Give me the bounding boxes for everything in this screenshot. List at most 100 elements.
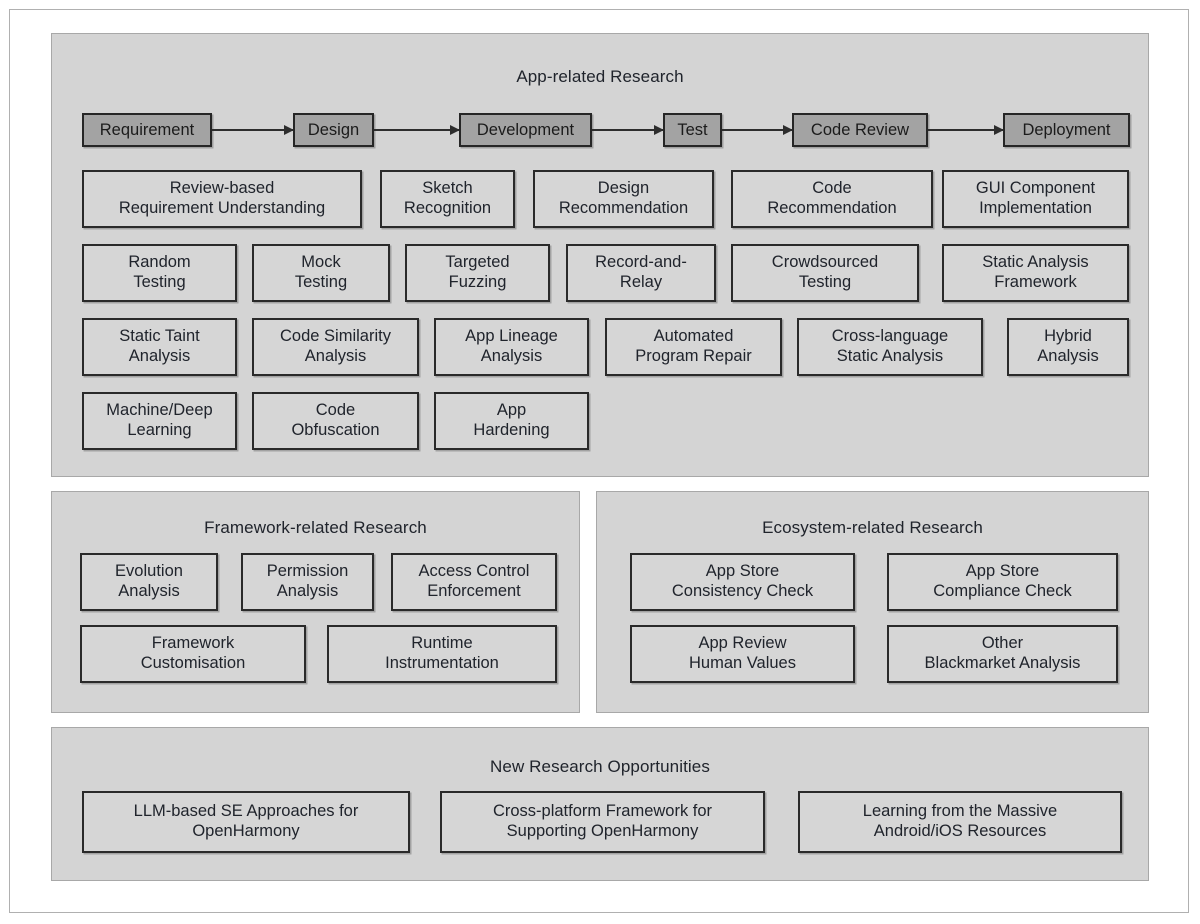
topic-line-2: Compliance Check [933, 582, 1072, 600]
topic-line-1: Permission [266, 562, 349, 581]
pipeline-arrow-3 [592, 124, 664, 135]
pipeline-stage-label: Development [476, 120, 575, 139]
topic-line-2: Consistency Check [671, 582, 814, 600]
topic-line-2: Recommendation [558, 199, 689, 217]
panel-title-ecosystem-related-research: Ecosystem-related Research [762, 518, 983, 537]
pipeline-stage-development[interactable]: Development [459, 113, 592, 147]
topic-line-2: Testing [294, 273, 348, 291]
topic-line-2: Fuzzing [448, 273, 507, 291]
topic-line-1: Runtime [411, 634, 473, 653]
pipeline-arrow-5 [928, 124, 1004, 135]
figure-frame: App-related Research Requirement Design … [9, 9, 1189, 913]
panel-app-related-research: App-related Research Requirement Design … [51, 33, 1149, 477]
topic-line-1: Learning from the Massive [862, 802, 1058, 821]
topic-line-2: Testing [798, 273, 852, 291]
pipeline-stage-label: Code Review [810, 120, 910, 139]
topic-line-2: Instrumentation [385, 654, 499, 672]
topic-line-2: Learning [127, 421, 192, 439]
topic-line-1: Automated [653, 327, 734, 346]
panel-title-app-related-research: App-related Research [516, 67, 684, 86]
topic-line-2: Blackmarket Analysis [924, 654, 1081, 672]
topic-line-1: Evolution [115, 562, 183, 581]
topic-line-1: App [496, 401, 527, 420]
topic-line-1: Static Taint [119, 327, 200, 346]
panel-new-research-opportunities: New Research Opportunities LLM-based SE … [51, 727, 1149, 881]
topic-line-1: Code Similarity [280, 327, 391, 346]
research-topic-box[interactable]: Record-and-Relay [566, 244, 716, 302]
topic-line-2: OpenHarmony [192, 822, 300, 840]
topic-line-1: Other [981, 634, 1024, 653]
topic-line-2: Recommendation [767, 199, 897, 217]
topic-line-1: Review-based [169, 179, 275, 198]
topic-line-1: App Store [965, 562, 1040, 581]
pipeline-stage-label: Requirement [99, 120, 195, 139]
topic-line-1: Hybrid [1044, 327, 1092, 346]
pipeline-stage-deployment[interactable]: Deployment [1003, 113, 1130, 147]
topic-line-2: Supporting OpenHarmony [506, 822, 699, 840]
topic-line-2: Testing [133, 273, 186, 291]
topic-line-1: Framework [151, 634, 235, 653]
topic-line-2: Analysis [118, 582, 180, 600]
topic-line-1: LLM-based SE Approaches for [133, 802, 359, 821]
topic-line-2: Analysis [480, 347, 543, 365]
pipeline-stage-requirement[interactable]: Requirement [82, 113, 212, 147]
pipeline-stage-test[interactable]: Test [663, 113, 722, 147]
panel-title-framework-related-research: Framework-related Research [204, 518, 427, 537]
topic-line-1: App Store [705, 562, 780, 581]
topic-line-2: Customisation [140, 654, 246, 672]
topic-line-1: Cross-language [831, 327, 949, 346]
topic-line-1: Cross-platform Framework for [492, 802, 713, 821]
topic-line-1: Random [128, 253, 191, 272]
topic-line-2: Enforcement [427, 582, 521, 600]
pipeline-arrow-4 [722, 124, 793, 135]
topic-line-1: Sketch [422, 179, 473, 198]
pipeline-arrow-2 [374, 124, 460, 135]
pipeline-stage-label: Deployment [1022, 120, 1111, 139]
topic-line-2: Android/iOS Resources [873, 822, 1047, 840]
topic-line-2: Human Values [688, 654, 796, 672]
topic-line-1: Targeted [445, 253, 510, 272]
topic-line-1: Static Analysis [982, 253, 1089, 272]
topic-line-2: Static Analysis [836, 347, 944, 365]
pipeline-stage-design[interactable]: Design [293, 113, 374, 147]
panel-title-new-research-opportunities: New Research Opportunities [490, 757, 710, 776]
topic-line-2: Analysis [304, 347, 367, 365]
topic-line-1: Code [315, 401, 356, 420]
pipeline-stage-code-review[interactable]: Code Review [792, 113, 928, 147]
pipeline-stage-label: Test [677, 120, 708, 139]
topic-line-1: GUI Component [975, 179, 1096, 198]
